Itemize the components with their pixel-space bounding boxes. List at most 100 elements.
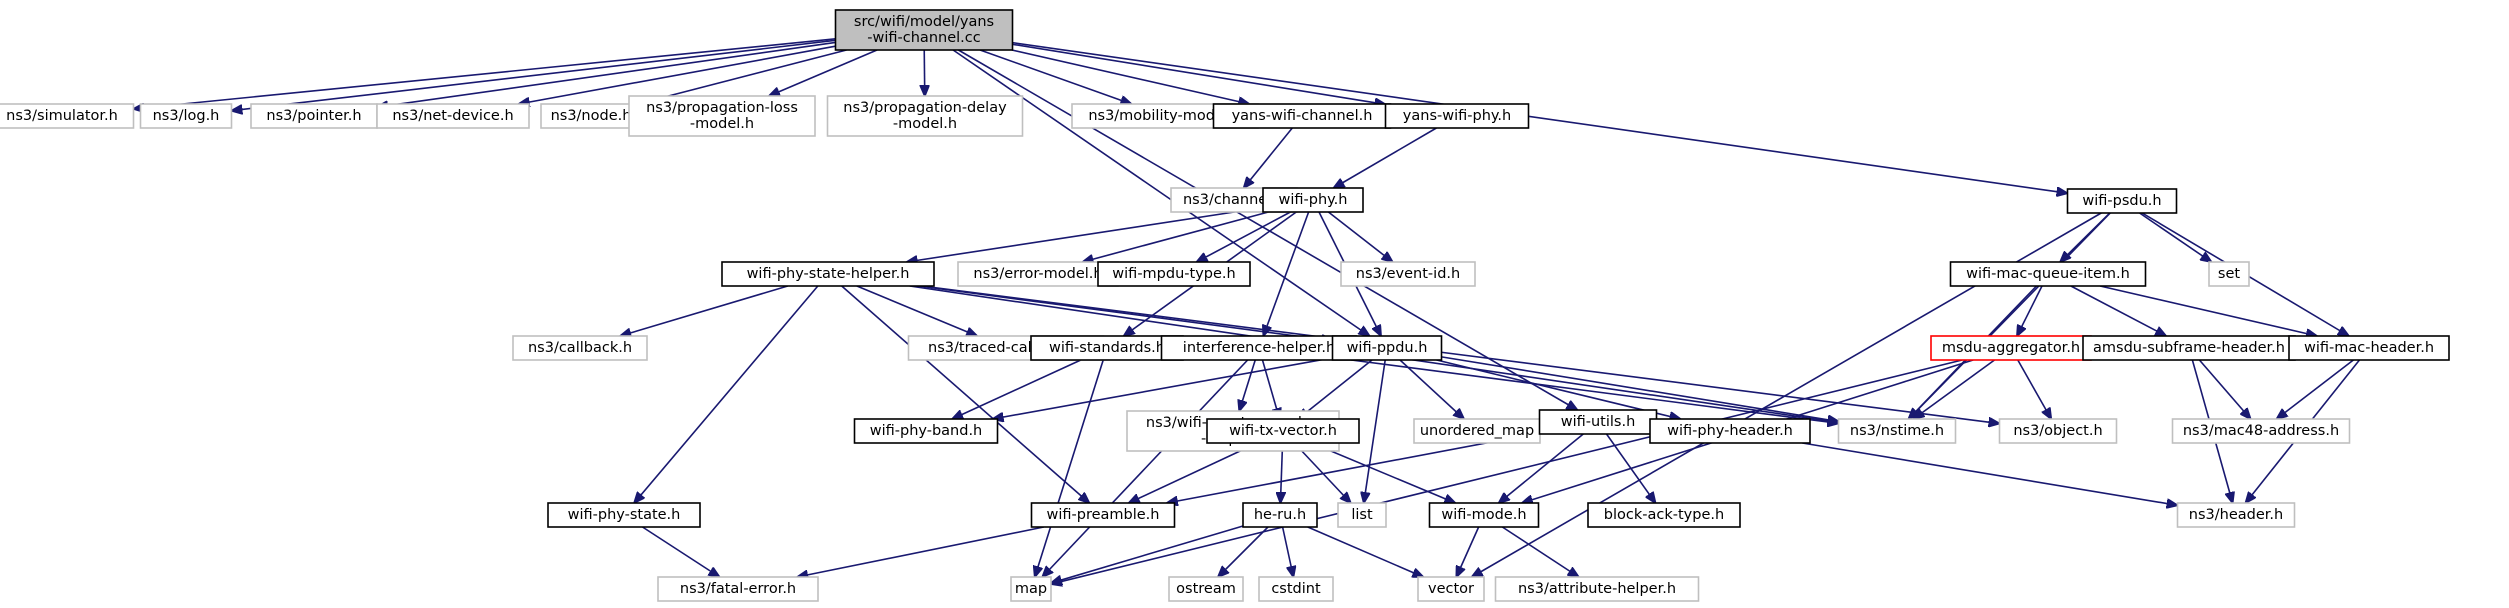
node-phystate[interactable]: wifi-phy-state.h (547, 502, 701, 528)
node-box (721, 261, 935, 287)
node-amsdu[interactable]: amsdu-subframe-header.h (2082, 335, 2296, 361)
edge-txvector-to-preamble (1129, 442, 1258, 503)
node-label: he-ru.h (1254, 507, 1306, 523)
node-phyband[interactable]: wifi-phy-band.h (853, 418, 999, 444)
node-wifimode[interactable]: wifi-mode.h (1428, 502, 1540, 528)
edge-root-to-propdelay (924, 49, 925, 96)
node-list: list (1337, 502, 1387, 528)
node-preamble[interactable]: wifi-preamble.h (1030, 502, 1176, 528)
node-macheader[interactable]: wifi-mac-header.h (2288, 335, 2450, 361)
node-map: map (1010, 576, 1052, 602)
node-label: ns3/nstime.h (1850, 423, 1944, 439)
node-box (1262, 187, 1364, 213)
node-label: wifi-utils.h (1561, 414, 1636, 430)
node-macqueue[interactable]: wifi-mac-queue-item.h (1949, 261, 2147, 287)
edge-wifiutils-to-wifimode (1499, 433, 1584, 503)
node-ostream: ostream (1168, 576, 1244, 602)
node-box (1168, 576, 1244, 602)
edge-wifimode-to-attrhelper (1501, 526, 1578, 577)
node-label: ns3/mac48-address.h (2183, 423, 2339, 439)
edge-root-to-wifipsdu (1012, 41, 2068, 194)
edge-root-to-simulator (134, 38, 836, 109)
node-box (139, 103, 233, 129)
node-label: -model.h (690, 116, 754, 132)
node-box (512, 335, 648, 361)
edge-phystatehelper-to-callback (620, 285, 789, 336)
node-box (1998, 418, 2118, 444)
node-heru[interactable]: he-ru.h (1242, 502, 1318, 528)
node-label: yans-wifi-phy.h (1403, 108, 1511, 124)
node-label: wifi-phy-header.h (1667, 423, 1793, 439)
edge-heru-to-vector (1307, 526, 1424, 577)
node-blockack[interactable]: block-ack-type.h (1587, 502, 1741, 528)
node-box (0, 103, 135, 129)
edge-standards-to-map (1035, 359, 1104, 577)
node-mpdutype[interactable]: wifi-mpdu-type.h (1097, 261, 1251, 287)
edge-yanschan-to-channel (1244, 127, 1293, 188)
edge-ppdu-to-list (1364, 359, 1386, 503)
node-label: ns3/channel.h (1183, 192, 1285, 208)
node-label: wifi-psdu.h (2082, 193, 2161, 209)
node-label: ns3/attribute-helper.h (1518, 581, 1676, 597)
node-nsheader: ns3/header.h (2176, 502, 2296, 528)
node-label: src/wifi/model/yans (854, 14, 994, 30)
node-simulator: ns3/simulator.h (0, 103, 135, 129)
node-phyheader[interactable]: wifi-phy-header.h (1649, 418, 1811, 444)
node-nstime: ns3/nstime.h (1837, 418, 1957, 444)
node-netdevice: ns3/net-device.h (376, 103, 530, 129)
node-label: ns3/net-device.h (392, 108, 513, 124)
node-box (1337, 502, 1387, 528)
node-box (1206, 418, 1360, 444)
node-wifiutils[interactable]: wifi-utils.h (1538, 409, 1658, 435)
edge-wifiphy-to-interference (1263, 211, 1310, 336)
edge-root-to-yanschan (1011, 49, 1249, 104)
node-box (1949, 261, 2147, 287)
node-msduagg[interactable]: msdu-aggregator.h (1930, 335, 2092, 361)
edge-phystatehelper-to-phystate (634, 285, 819, 503)
node-box (2082, 335, 2296, 361)
edge-phystate-to-fatal (642, 526, 719, 577)
node-phystatehelper[interactable]: wifi-phy-state-helper.h (721, 261, 935, 287)
node-label: wifi-ppdu.h (1347, 340, 1428, 356)
node-interference[interactable]: interference-helper.h (1160, 335, 1358, 361)
nodes-layer: src/wifi/model/yans-wifi-channel.cc ns3/s… (0, 9, 2450, 602)
edge-root-to-node (637, 49, 847, 104)
node-root[interactable]: src/wifi/model/yans-wifi-channel.cc (834, 9, 1014, 51)
node-label: ns3/mobility-model.h (1088, 108, 1241, 124)
node-wifipsdu[interactable]: wifi-psdu.h (2066, 188, 2178, 214)
node-label: list (1351, 507, 1373, 523)
node-yanschan[interactable]: yans-wifi-channel.h (1212, 103, 1392, 129)
node-box (957, 261, 1119, 287)
node-callback: ns3/callback.h (512, 335, 648, 361)
node-cstdint: cstdint (1258, 576, 1334, 602)
node-label: wifi-mode.h (1441, 507, 1526, 523)
node-label: wifi-phy-state.h (568, 507, 681, 523)
node-propdelay: ns3/propagation-delay-model.h (826, 95, 1024, 137)
node-label: wifi-phy.h (1279, 192, 1348, 208)
node-ppdu[interactable]: wifi-ppdu.h (1331, 335, 1443, 361)
node-label: wifi-tx-vector.h (1229, 423, 1337, 439)
node-box (1417, 576, 1485, 602)
edge-wifiphy-to-eventid (1327, 211, 1392, 262)
node-wifiphy[interactable]: wifi-phy.h (1262, 187, 1364, 213)
node-label: ns3/log.h (153, 108, 220, 124)
node-box (1160, 335, 1358, 361)
node-yansphy[interactable]: yans-wifi-phy.h (1384, 103, 1530, 129)
node-label: ns3/object.h (2013, 423, 2102, 439)
edge-interference-to-nstime (1351, 359, 1838, 423)
node-label: ns3/propagation-delay (843, 100, 1007, 116)
edge-root-to-proploss (769, 49, 878, 96)
node-box (1331, 335, 1443, 361)
node-label: ns3/event-id.h (1356, 266, 1460, 282)
node-standards[interactable]: wifi-standards.h (1030, 335, 1184, 361)
node-label: block-ack-type.h (1604, 507, 1724, 523)
node-proploss: ns3/propagation-loss-model.h (628, 95, 816, 137)
node-errormodel: ns3/error-model.h (957, 261, 1119, 287)
node-box (1097, 261, 1251, 287)
node-box (2208, 261, 2250, 287)
node-label: ns3/simulator.h (6, 108, 118, 124)
edge-phyheader-to-nsheader (1802, 442, 2177, 505)
node-label: unordered_map (1420, 423, 1534, 439)
node-box (1212, 103, 1392, 129)
node-txvector[interactable]: wifi-tx-vector.h (1206, 418, 1360, 444)
